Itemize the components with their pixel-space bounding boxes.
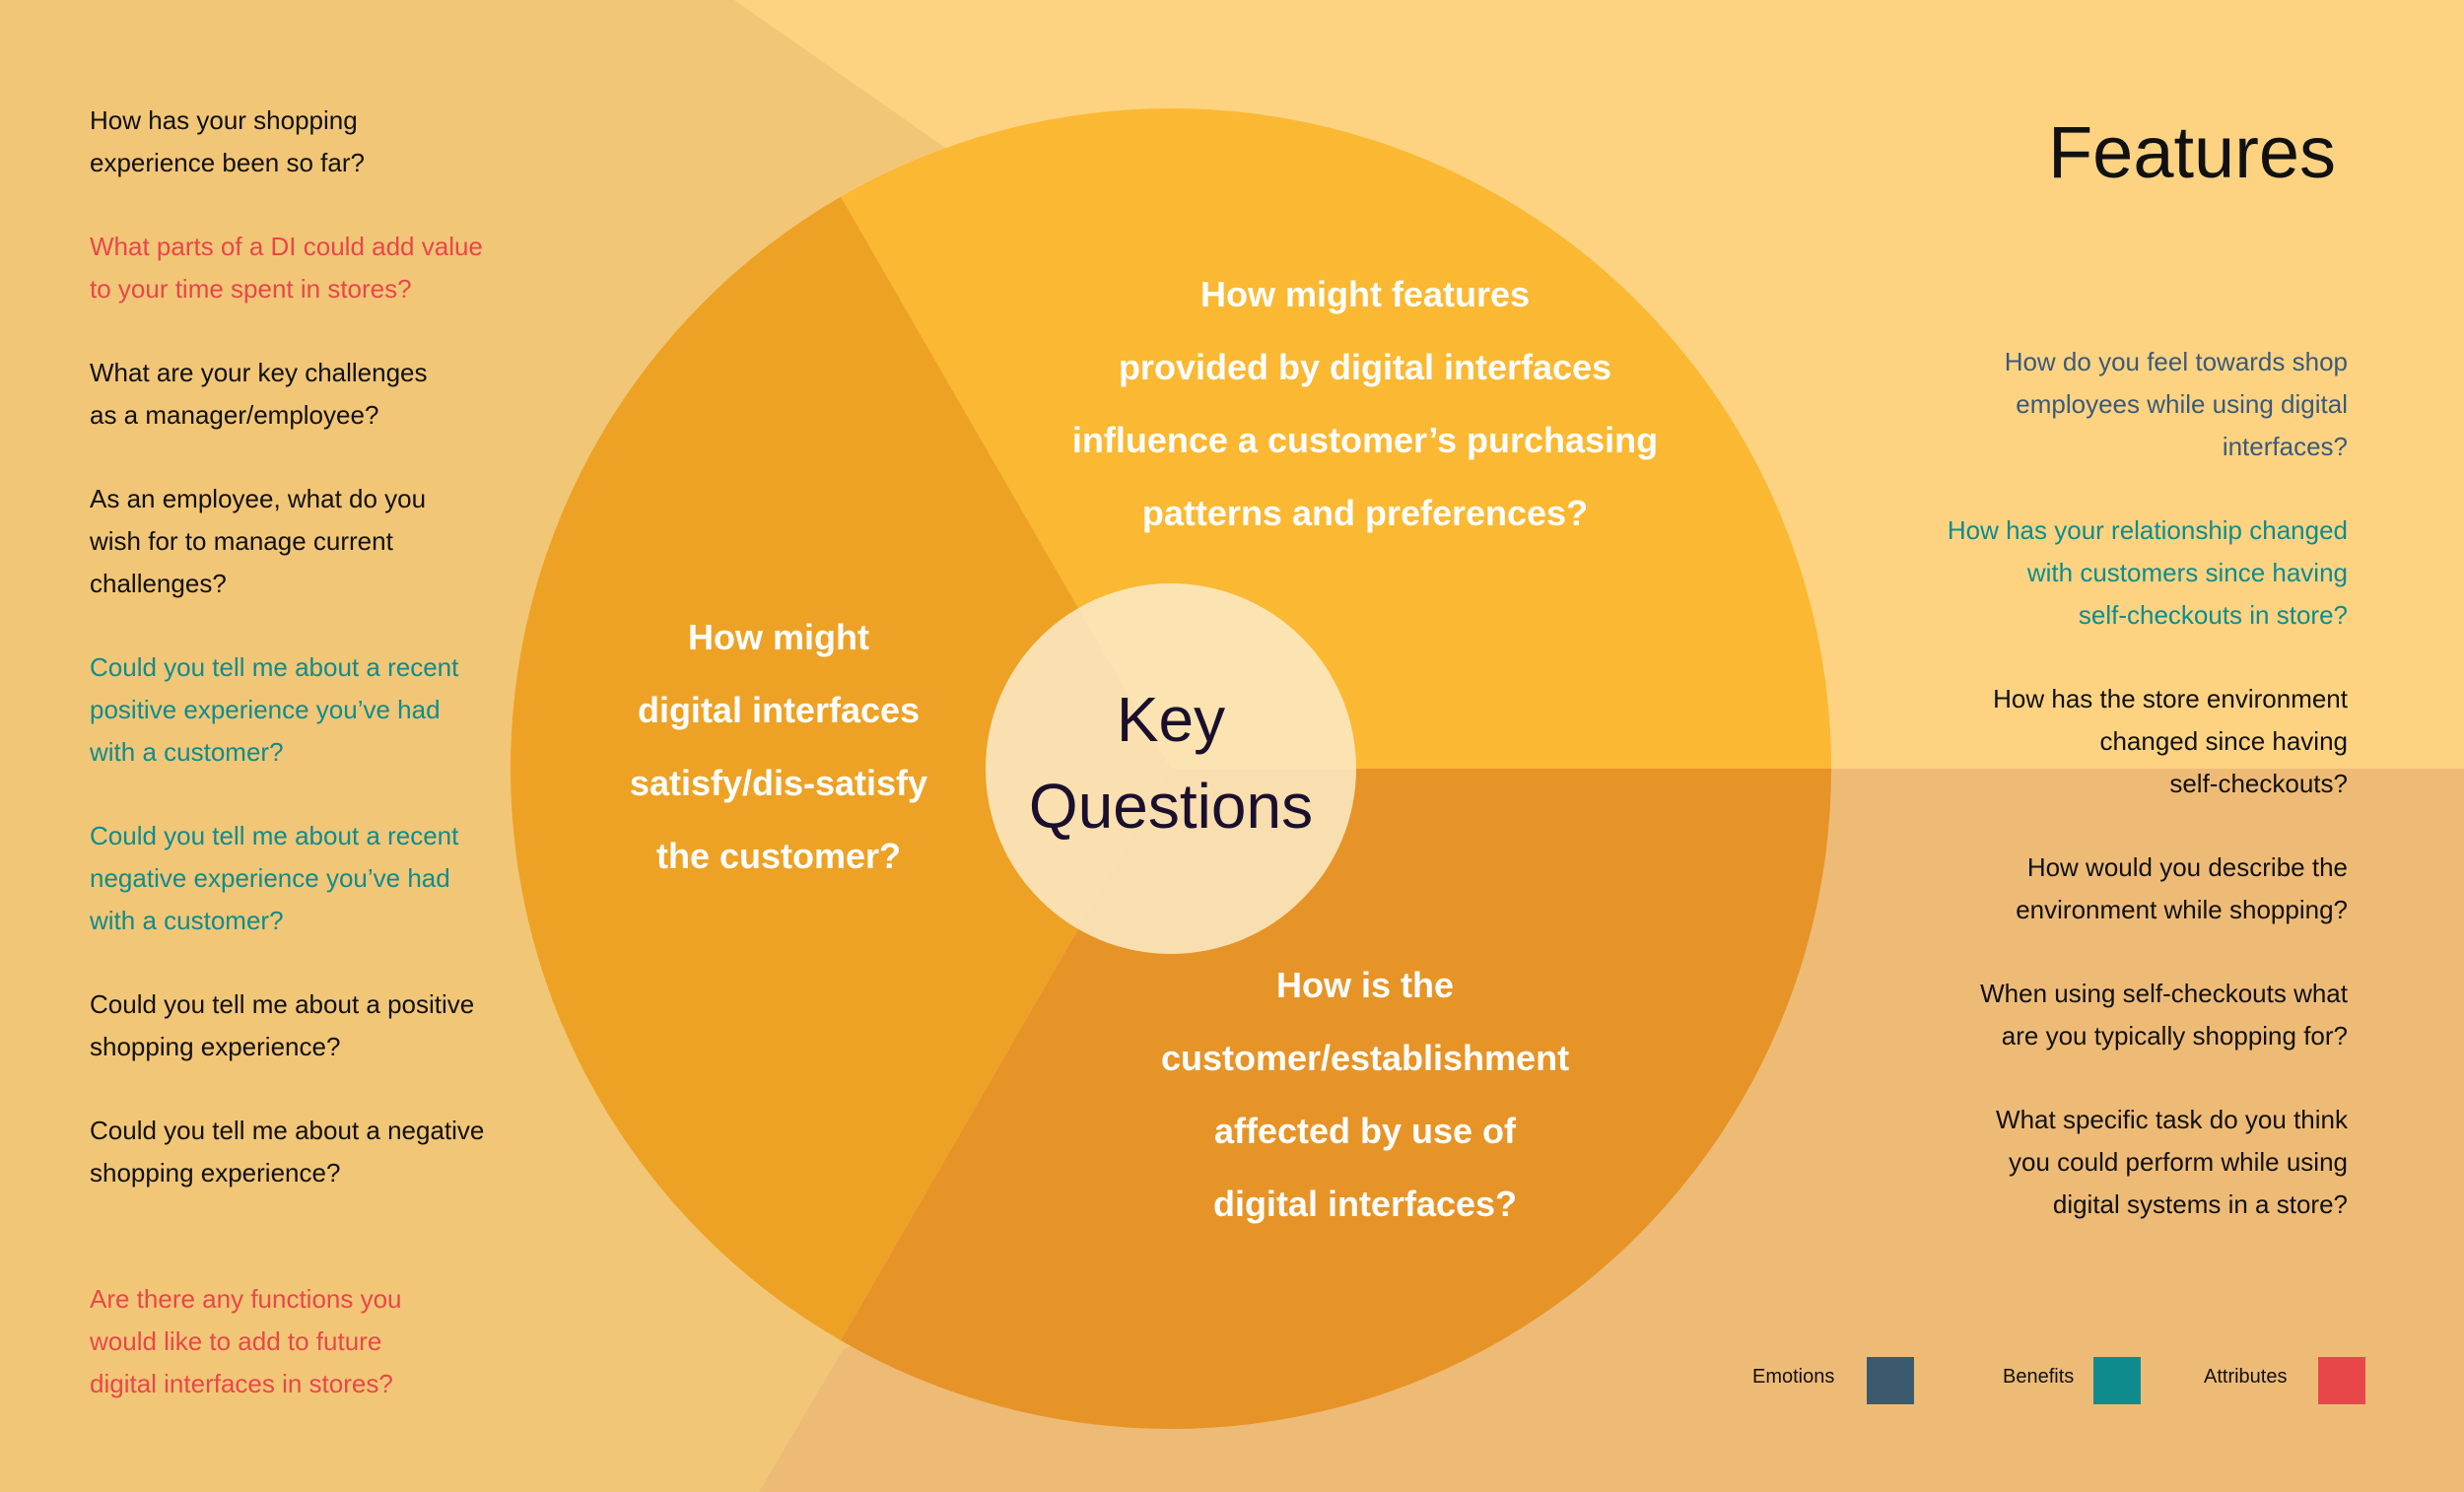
left-question-5: Could you tell me about a recent positiv… [90, 652, 459, 767]
page-title: Features [2047, 111, 2336, 193]
left-question-6: Could you tell me about a recent negativ… [90, 821, 459, 935]
wedge-top-question: How might features provided by digital i… [1071, 274, 1659, 533]
left-question-9: Are there any functions you would like t… [90, 1284, 402, 1398]
center-circle [986, 583, 1356, 954]
right-question-1: How do you feel towards shop employees w… [2004, 347, 2348, 461]
wedge-left-question: How might digital interfaces satisfy/dis… [629, 617, 928, 876]
wedge-bottom-question: How is the customer/establishment affect… [1160, 965, 1570, 1224]
left-question-8: Could you tell me about a negative shopp… [90, 1116, 485, 1187]
center-label: Key Questions [1028, 684, 1314, 842]
right-question-6: What specific task do you think you coul… [1996, 1105, 2348, 1219]
legend-swatch-benefits [2093, 1357, 2141, 1404]
right-question-2: How has your relationship changed with c… [1947, 515, 2348, 630]
right-question-5: When using self-checkouts what are you t… [1980, 979, 2348, 1051]
legend-swatch-attributes [2318, 1357, 2365, 1404]
legend-label-benefits: Benefits [2003, 1366, 2075, 1388]
legend-label-emotions: Emotions [1752, 1366, 1835, 1388]
left-question-7: Could you tell me about a positive shopp… [90, 989, 475, 1061]
wedge-left [510, 196, 1171, 1341]
left-question-2: What parts of a DI could add value to yo… [90, 232, 483, 304]
left-question-1: How has your shopping experience been so… [90, 105, 365, 177]
right-question-3: How has the store environment changed si… [1993, 684, 2348, 798]
left-question-3: What are your key challenges as a manage… [90, 358, 428, 430]
right-question-4: How would you describe the environment w… [2016, 852, 2348, 924]
legend-swatch-emotions [1867, 1357, 1914, 1404]
legend-label-attributes: Attributes [2204, 1366, 2288, 1388]
left-question-4: As an employee, what do you wish for to … [90, 484, 427, 598]
